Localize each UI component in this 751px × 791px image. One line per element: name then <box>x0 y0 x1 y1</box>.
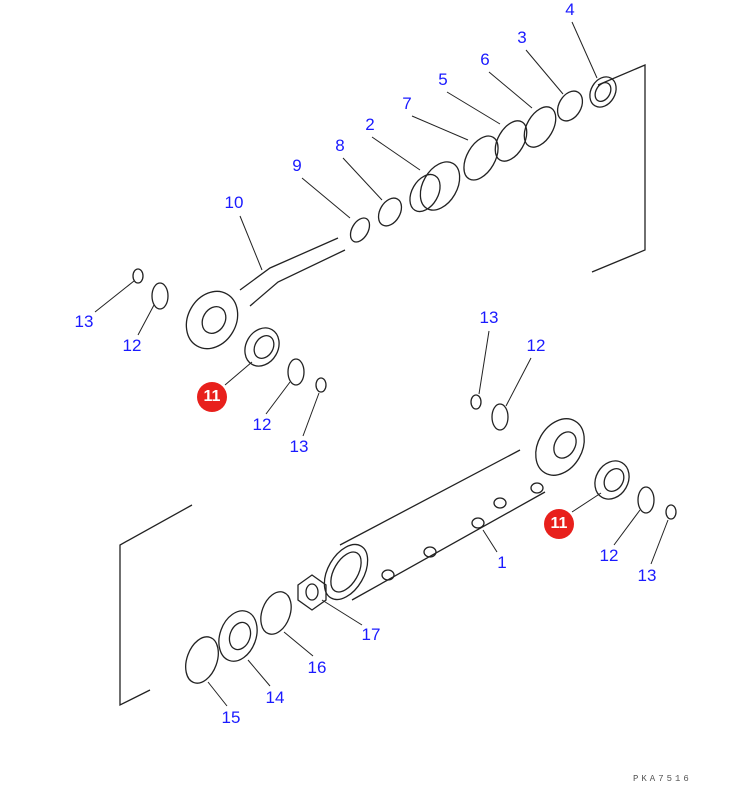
part-10-rod <box>239 237 339 291</box>
callout-15: 15 <box>221 708 241 727</box>
part-6 <box>523 106 557 148</box>
part-12-snapring <box>287 358 305 386</box>
callout-17: 17 <box>361 625 381 644</box>
part-1-cylinder <box>339 449 521 546</box>
callout-13: 13 <box>637 566 657 585</box>
callout-7: 7 <box>402 94 412 113</box>
callout-13: 13 <box>289 437 309 456</box>
leader-lines <box>94 21 669 707</box>
callout-8: 8 <box>335 136 345 155</box>
callout-11-highlight: 11 <box>197 382 227 412</box>
part-13-ring <box>470 394 482 410</box>
callout-13: 13 <box>74 312 94 331</box>
callout-12: 12 <box>599 546 619 565</box>
diagram-code: PKA7516 <box>633 774 692 784</box>
callout-10: 10 <box>224 193 244 212</box>
part-11-bushing <box>594 460 630 500</box>
callout-14: 14 <box>265 688 285 707</box>
callout-6: 6 <box>480 50 490 69</box>
callout-12: 12 <box>122 336 142 355</box>
callout-12: 12 <box>252 415 272 434</box>
part-7 <box>463 135 499 181</box>
part-15 <box>185 636 219 684</box>
part-5 <box>494 120 528 162</box>
frame-top <box>591 64 646 273</box>
part-13-ring <box>315 377 327 393</box>
frame-bottom <box>119 504 193 707</box>
callout-4: 4 <box>565 0 575 19</box>
callout-2: 2 <box>365 115 375 134</box>
callout-12: 12 <box>526 336 546 355</box>
part-16 <box>260 591 292 635</box>
part-12-snapring <box>491 403 509 431</box>
callout-3: 3 <box>517 28 527 47</box>
part-17-nut <box>297 574 327 611</box>
part-9 <box>349 217 371 243</box>
part-13-ring <box>132 268 144 284</box>
callout-5: 5 <box>438 70 448 89</box>
callout-11-highlight: 11 <box>544 509 574 539</box>
part-3 <box>556 90 584 122</box>
part-12-snapring <box>151 282 169 310</box>
callout-13: 13 <box>479 308 499 327</box>
part-11-bushing <box>244 327 280 367</box>
part-4 <box>589 76 617 108</box>
part-12-snapring <box>637 486 655 514</box>
part-8 <box>377 197 403 227</box>
callout-1: 1 <box>497 553 507 572</box>
callout-16: 16 <box>307 658 327 677</box>
callout-9: 9 <box>292 156 302 175</box>
part-13-ring <box>665 504 677 520</box>
part-14-head <box>218 610 258 662</box>
